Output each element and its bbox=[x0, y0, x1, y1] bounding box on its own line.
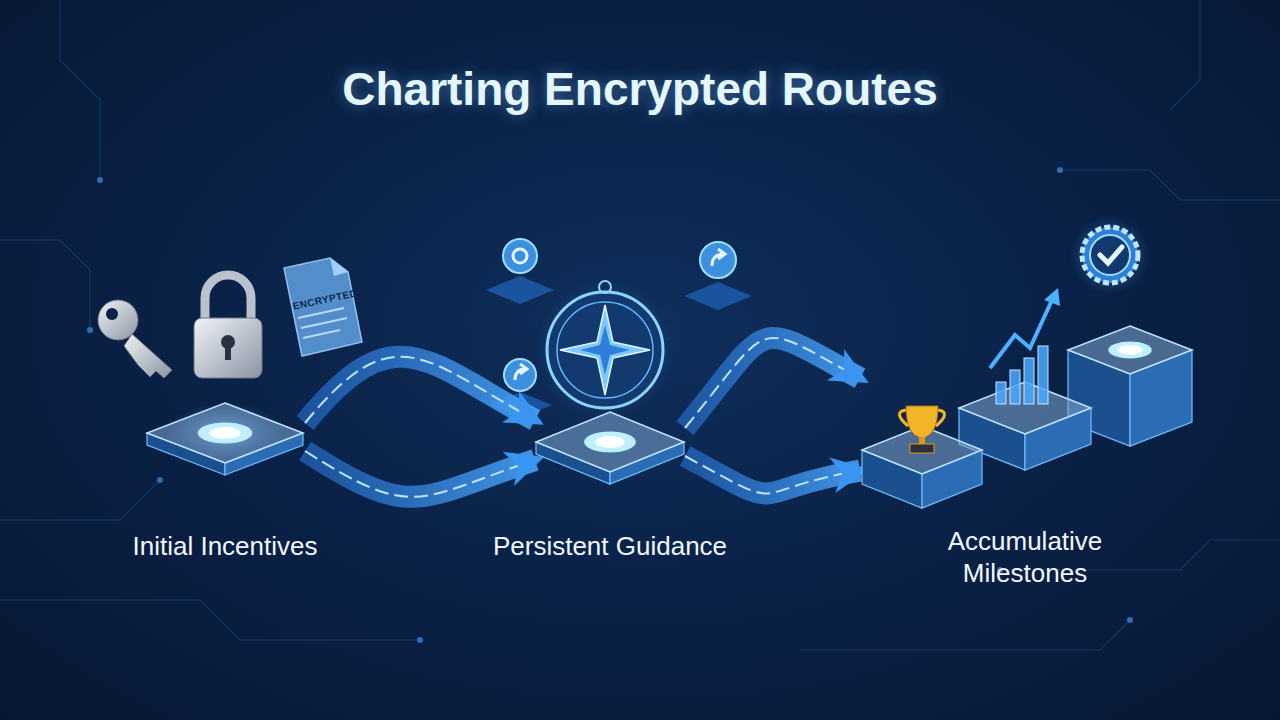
decor-part bbox=[1100, 247, 1122, 263]
arrow-band bbox=[685, 456, 860, 493]
decor-part bbox=[486, 239, 554, 304]
decor-part bbox=[899, 410, 944, 426]
arrow-line bbox=[305, 357, 535, 423]
decor-part bbox=[209, 427, 240, 439]
decor-part bbox=[301, 318, 347, 328]
decor-part bbox=[97, 177, 103, 183]
decor-part bbox=[580, 325, 630, 375]
decor-part bbox=[1090, 235, 1130, 275]
decor-part bbox=[1082, 227, 1138, 283]
decor-part bbox=[225, 344, 231, 360]
decor-part bbox=[684, 282, 752, 310]
circuit-lines bbox=[0, 0, 1280, 650]
decor-part bbox=[284, 258, 362, 356]
decor-part bbox=[536, 412, 684, 472]
arrow-line bbox=[685, 338, 860, 428]
decor-part bbox=[205, 275, 251, 320]
decor-part bbox=[595, 436, 625, 448]
encrypted-document-icon bbox=[284, 258, 362, 356]
diagram-title: Charting Encrypted Routes bbox=[0, 62, 1280, 116]
arrow-line bbox=[305, 451, 535, 497]
flow-arrow bbox=[305, 451, 535, 497]
key-icon bbox=[98, 300, 172, 378]
decor-part bbox=[87, 327, 93, 333]
platform-shape bbox=[145, 395, 305, 475]
decor-part bbox=[700, 242, 736, 278]
decor-part bbox=[0, 600, 420, 640]
decor-part bbox=[599, 281, 611, 293]
decor-part bbox=[1024, 358, 1034, 404]
decor-part bbox=[0, 480, 160, 520]
decor-part bbox=[547, 292, 663, 408]
decor-part bbox=[330, 258, 348, 276]
decor-part bbox=[157, 477, 163, 483]
flow-arrow bbox=[685, 338, 860, 428]
decor-part bbox=[0, 240, 90, 330]
decor-part bbox=[1118, 345, 1143, 355]
decor-part bbox=[1038, 346, 1048, 404]
decor-part bbox=[906, 406, 938, 438]
decor-part bbox=[899, 406, 944, 453]
decor-part bbox=[684, 242, 752, 310]
stage-label: Initial Incentives bbox=[85, 530, 365, 562]
decor-part bbox=[560, 305, 650, 395]
decor-part bbox=[996, 382, 1006, 404]
decor-part bbox=[557, 302, 653, 398]
check-badge-icon bbox=[1070, 215, 1150, 295]
padlock-icon bbox=[194, 275, 262, 378]
decor-part bbox=[198, 423, 253, 444]
platform-shape bbox=[860, 290, 1190, 500]
decor-part bbox=[515, 364, 527, 380]
decor-part bbox=[194, 318, 262, 378]
platform-node: Initial Incentives bbox=[145, 395, 305, 475]
decor-part bbox=[147, 403, 303, 463]
decor-part bbox=[60, 0, 100, 180]
platform-node: Accumulative Milestones bbox=[860, 290, 1190, 500]
arrow-band bbox=[685, 338, 860, 428]
decor-part bbox=[910, 444, 934, 453]
decor-part bbox=[298, 308, 347, 338]
decor-part bbox=[1044, 288, 1060, 306]
compass-icon bbox=[535, 280, 675, 420]
stage-label: Persistent Guidance bbox=[470, 530, 750, 562]
arrow-band bbox=[305, 357, 535, 423]
decor-part bbox=[1170, 0, 1200, 110]
decor-part bbox=[124, 334, 172, 378]
arrow-band bbox=[305, 451, 535, 497]
decor-part bbox=[1070, 215, 1150, 295]
decor-part bbox=[712, 249, 725, 266]
flow-arrow bbox=[685, 456, 860, 493]
decor-part bbox=[1068, 326, 1192, 374]
decor-part bbox=[800, 620, 1130, 650]
decor-part bbox=[1108, 342, 1151, 359]
decor-part bbox=[1127, 617, 1133, 623]
decor-part bbox=[298, 308, 344, 318]
stage-label: Accumulative Milestones bbox=[885, 525, 1165, 589]
decor-part bbox=[504, 359, 536, 391]
decor-part bbox=[1010, 370, 1020, 404]
decor-part bbox=[535, 280, 675, 420]
decor-part bbox=[1060, 170, 1280, 200]
decor-part bbox=[1057, 167, 1063, 173]
decor-part bbox=[584, 432, 636, 453]
platform-node: Persistent Guidance bbox=[535, 400, 685, 480]
arrow-line bbox=[685, 456, 860, 493]
decor-part bbox=[513, 249, 527, 263]
decor-part bbox=[503, 239, 537, 273]
decor-part bbox=[486, 276, 554, 304]
decor-part bbox=[417, 637, 423, 643]
decor-part bbox=[303, 330, 340, 338]
platform-shape bbox=[535, 400, 685, 480]
decor-part bbox=[106, 308, 118, 320]
growth-arrow bbox=[990, 288, 1060, 368]
flow-arrow bbox=[305, 357, 535, 423]
